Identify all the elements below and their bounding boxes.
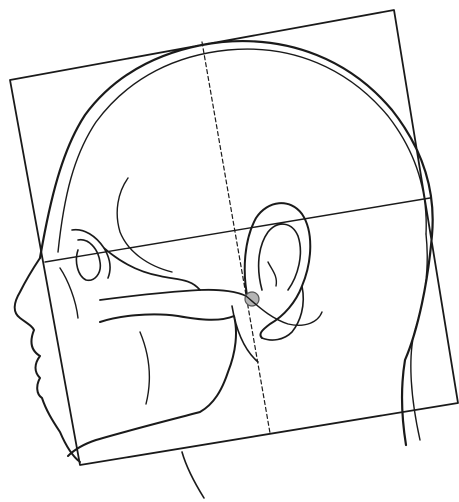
ear-lobe [262, 286, 303, 340]
ear-notch [268, 262, 276, 286]
temporal-line [117, 178, 172, 272]
cranium-outline-inner [58, 49, 426, 252]
jaw-line [68, 314, 236, 456]
horizontal-brow-line [45, 198, 430, 262]
ear-inner [259, 224, 301, 290]
cheekbone [104, 248, 200, 290]
nasal-bone [60, 268, 78, 318]
guide-square [10, 10, 458, 465]
jaw-angle-inner [140, 332, 149, 404]
vertical-centerline [202, 42, 270, 433]
cranium-outline [40, 41, 433, 445]
ear-canal-marker [245, 292, 259, 306]
eye-socket [76, 240, 100, 281]
zygomatic-arch [100, 290, 246, 300]
throat-line [182, 452, 204, 498]
